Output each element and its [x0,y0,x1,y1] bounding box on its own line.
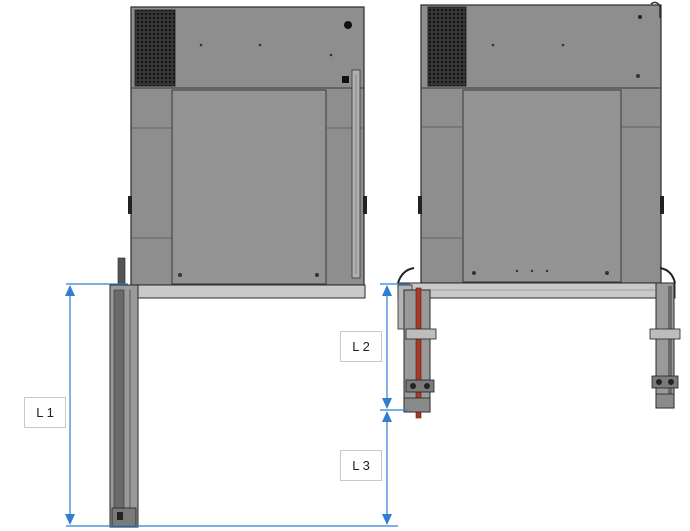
hook-icon [650,1,661,18]
l2-dimension [382,285,392,409]
l1-dimension [65,285,75,525]
right-unit [397,1,681,419]
vent-grille-icon [134,9,176,87]
support-strut [415,287,422,419]
left-unit-door [171,89,327,285]
left-unit [109,6,367,528]
l1-label: L 1 [24,397,66,428]
l3-dimension [382,411,392,525]
left-mounting-bracket [109,284,139,528]
right-unit-base-plate [397,282,676,299]
knob-icon [344,21,352,29]
l3-label: L 3 [340,450,382,481]
right-left-bracket [397,284,437,419]
left-unit-base-plate [130,284,366,299]
right-right-bracket [649,282,681,409]
switch-icon [342,76,349,83]
dimension-lines [65,283,410,527]
l2-label: L 2 [340,331,382,362]
vent-grille-icon [427,6,467,87]
right-unit-door [462,89,622,283]
